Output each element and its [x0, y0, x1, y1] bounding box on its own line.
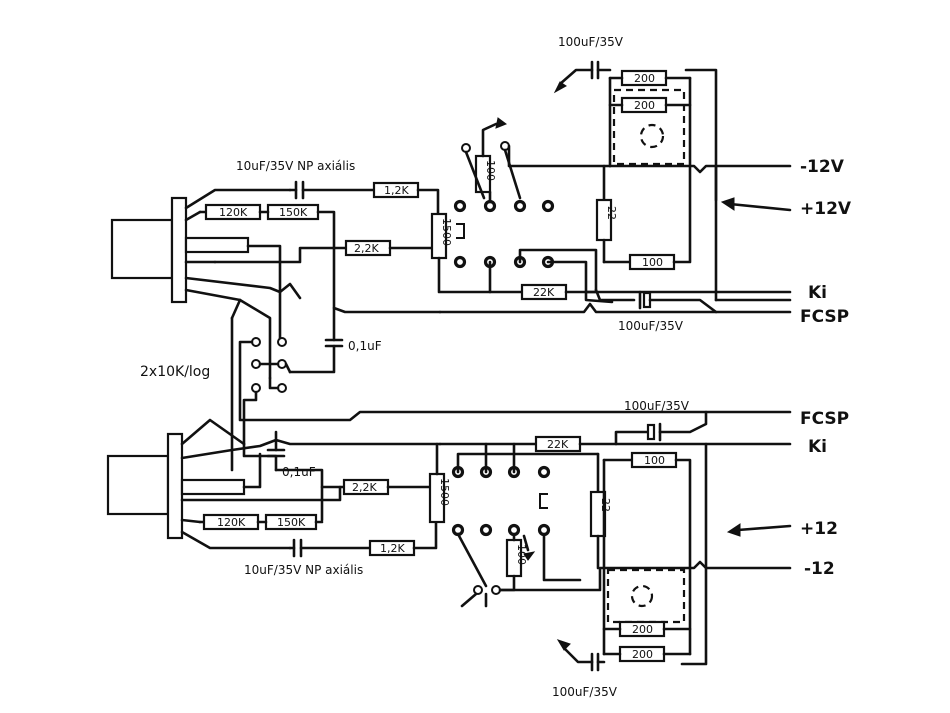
- input-jack-bottom: [106, 418, 442, 550]
- resistor-100-bottom: 100: [630, 451, 678, 469]
- svg-text:120K: 120K: [217, 516, 246, 529]
- svg-text:120K: 120K: [219, 206, 248, 219]
- label-ki-top: Ki: [808, 283, 827, 303]
- resistor-100-small-bottom: 100: [505, 538, 528, 578]
- label-pot: 2x10K/log: [140, 364, 210, 380]
- resistor-1k2-top: 1,2K: [372, 181, 420, 199]
- resistor-100-top: 100: [628, 253, 676, 271]
- label-fcsp-top: FCSP: [800, 307, 849, 327]
- resistor-200a-top: 200: [620, 69, 668, 87]
- svg-text:22K: 22K: [547, 438, 569, 451]
- resistor-1500-top: 1500: [430, 212, 453, 260]
- resistor-22-top: 22: [595, 198, 618, 242]
- svg-text:1500: 1500: [438, 478, 451, 506]
- label-minus12: -12: [804, 559, 835, 579]
- resistor-200a-bottom: 200: [618, 620, 666, 638]
- cap-100u-top-label: 100uF/35V: [558, 35, 624, 49]
- cap-100u-ki-top: [638, 290, 652, 310]
- input-jack-top: [110, 188, 302, 380]
- cap-100u-ki-top-label: 100uF/35V: [618, 319, 684, 333]
- label-plus12: +12: [800, 519, 838, 539]
- resistor-1500-bottom: 1500: [428, 472, 451, 524]
- label-fcsp-bottom: FCSP: [800, 409, 849, 429]
- svg-text:100: 100: [515, 544, 528, 565]
- resistor-2k2-top: 2,2K: [344, 239, 392, 257]
- label-ki-bottom: Ki: [808, 437, 827, 457]
- svg-text:1,2K: 1,2K: [384, 184, 409, 197]
- cap-100u-fcsp-bottom: [646, 422, 662, 442]
- resistor-22k-top: 22K: [520, 283, 568, 301]
- resistor-120k-top: 120K: [204, 203, 262, 221]
- ic-socket-top: [453, 199, 555, 269]
- resistor-200b-top: 200: [620, 96, 668, 114]
- resistor-1k2-bottom: 1,2K: [368, 539, 416, 557]
- resistor-120k-bottom: 120K: [202, 513, 260, 531]
- svg-text:200: 200: [634, 99, 655, 112]
- resistor-22k-bottom: 22K: [534, 435, 582, 453]
- potentiometer-dual: 2x10K/log: [140, 298, 792, 472]
- svg-text:200: 200: [634, 72, 655, 85]
- resistor-22-bottom: 22: [589, 490, 612, 538]
- svg-text:100: 100: [644, 454, 665, 467]
- svg-text:22: 22: [599, 498, 612, 512]
- resistor-200b-bottom: 200: [618, 645, 666, 663]
- svg-text:150K: 150K: [277, 516, 306, 529]
- svg-text:22: 22: [605, 206, 618, 220]
- cap-np-top-label: 10uF/35V NP axiális: [236, 159, 355, 173]
- cap-01-bottom-label: 0,1uF: [282, 465, 316, 479]
- top-channel: 10uF/35V NP axiális 1,2K 120K 150K 2,2K: [110, 35, 852, 380]
- svg-text:150K: 150K: [279, 206, 308, 219]
- svg-text:22K: 22K: [533, 286, 555, 299]
- svg-text:100: 100: [484, 160, 497, 181]
- resistor-150k-bottom: 150K: [264, 513, 318, 531]
- label-minus12v: -12V: [800, 157, 845, 177]
- resistor-150k-top: 150K: [266, 203, 320, 221]
- cap-100u-fcsp-bottom-label: 100uF/35V: [624, 399, 690, 413]
- svg-text:2,2K: 2,2K: [354, 242, 379, 255]
- resistor-2k2-bottom: 2,2K: [342, 478, 390, 496]
- bottom-channel: 0,1uF 2,2K 120K 150K 1,2K: [106, 399, 849, 699]
- cap-np-bottom-label: 10uF/35V NP axiális: [244, 563, 363, 577]
- svg-text:100: 100: [642, 256, 663, 269]
- svg-text:200: 200: [632, 623, 653, 636]
- ic-socket-bottom: [451, 465, 551, 537]
- cap-100u-bottom-label: 100uF/35V: [552, 685, 618, 699]
- svg-text:1500: 1500: [440, 218, 453, 246]
- cap-01-top-label: 0,1uF: [348, 339, 382, 353]
- svg-text:2,2K: 2,2K: [352, 481, 377, 494]
- svg-text:1,2K: 1,2K: [380, 542, 405, 555]
- svg-text:200: 200: [632, 648, 653, 661]
- label-plus12v: +12V: [800, 199, 852, 219]
